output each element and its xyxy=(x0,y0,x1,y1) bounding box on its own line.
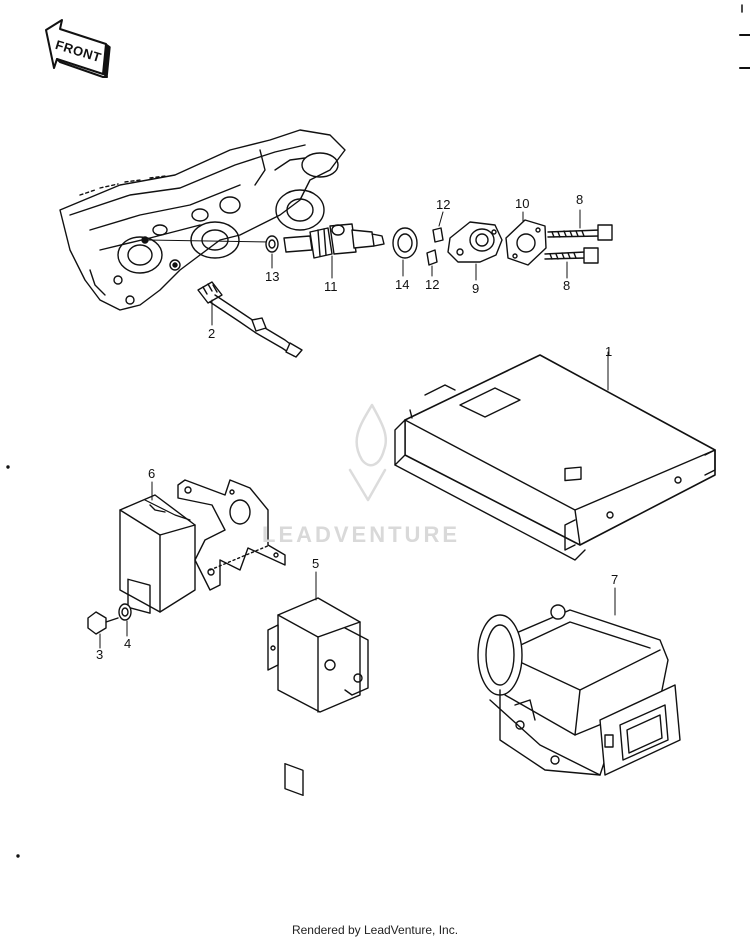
watermark-logo-icon xyxy=(348,403,388,502)
callout-12-top: 12 xyxy=(436,197,451,212)
part-4-washer xyxy=(118,603,132,637)
part-1-ecu xyxy=(394,351,716,561)
callout-9: 9 xyxy=(472,281,480,296)
callout-12-bottom: 12 xyxy=(425,277,440,292)
callout-2: 2 xyxy=(208,326,216,341)
part-5-relay xyxy=(267,571,369,797)
part-3-bolt xyxy=(87,611,119,649)
part-6-module xyxy=(119,481,196,614)
part-12-bushings xyxy=(426,211,444,277)
part-10-plate xyxy=(505,211,547,266)
callout-8-bottom: 8 xyxy=(563,278,571,293)
part-13-oring xyxy=(265,235,279,269)
footer-credit: Rendered by LeadVenture, Inc. xyxy=(291,923,459,937)
part-14-seal xyxy=(392,227,418,277)
callout-8-top: 8 xyxy=(576,192,584,207)
engine-manifold xyxy=(59,129,346,311)
callout-10: 10 xyxy=(515,196,530,211)
callout-6: 6 xyxy=(148,466,156,481)
callout-11: 11 xyxy=(324,279,338,294)
callout-4: 4 xyxy=(124,636,132,651)
part-8-bolts xyxy=(544,209,613,279)
watermark-text: LEADVENTURE xyxy=(262,522,461,547)
front-arrow-icon xyxy=(45,19,111,78)
callout-7: 7 xyxy=(611,572,619,587)
part-2-sensor xyxy=(197,281,303,358)
part-9-holder xyxy=(447,221,503,281)
callout-13: 13 xyxy=(265,269,280,284)
callout-3: 3 xyxy=(96,647,104,662)
part-7-airflow-meter xyxy=(477,587,681,776)
part-11-injector xyxy=(283,223,385,279)
callout-1: 1 xyxy=(605,344,613,359)
callout-14: 14 xyxy=(395,277,410,292)
part-6-bracket xyxy=(177,479,286,591)
callout-5: 5 xyxy=(312,556,320,571)
